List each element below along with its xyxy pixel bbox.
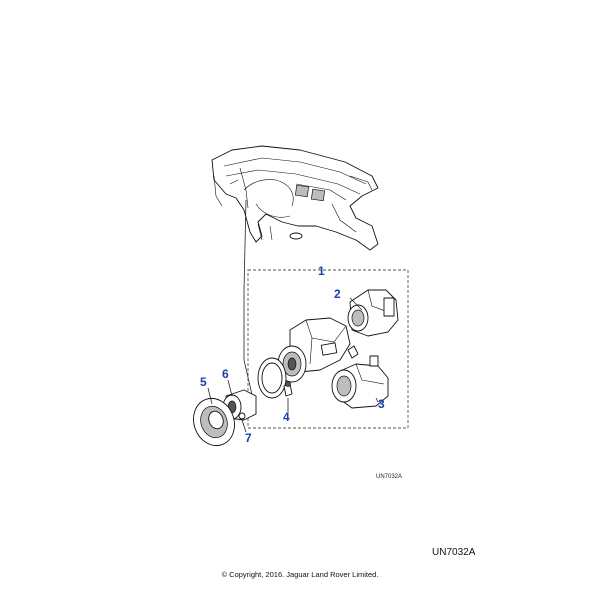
trim-bezel-ring-part [257, 357, 287, 399]
start-switch-part [331, 355, 389, 409]
callout-6: 6 [222, 367, 229, 381]
ignition-switch-part [347, 289, 399, 337]
screw-part-4 [283, 381, 293, 397]
bezel-part [193, 397, 235, 447]
callout-2: 2 [334, 287, 341, 301]
lock-cylinder-part [222, 389, 257, 421]
copyright-notice: © Copyright, 2016. Jaguar Land Rover Lim… [221, 570, 379, 579]
diagram-reference-small: UN7032A [376, 474, 403, 480]
callout-5: 5 [200, 375, 207, 389]
callout-7: 7 [245, 431, 252, 445]
callout-leaders [207, 297, 379, 433]
screw-fastener [347, 345, 359, 359]
assembly-leader-line [243, 199, 257, 413]
callout-3: 3 [378, 397, 385, 411]
callout-4: 4 [283, 410, 290, 424]
assembly-boundary-box [247, 269, 409, 429]
dashboard-illustration [211, 145, 379, 251]
diagram-reference-large: UN7032A [432, 547, 476, 558]
callout-1: 1 [318, 264, 325, 278]
